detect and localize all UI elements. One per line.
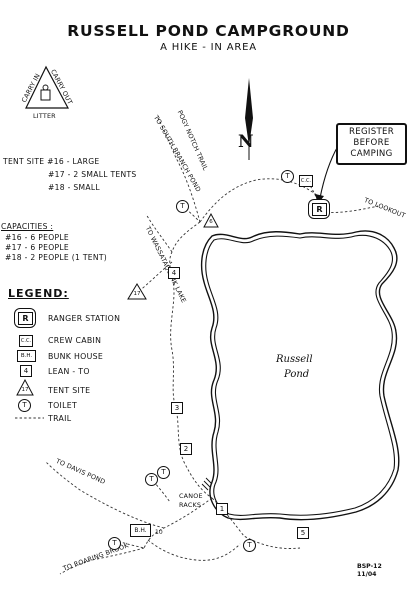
leanto-3-marker: 3 bbox=[171, 402, 183, 414]
toilet-marker-south: T bbox=[108, 537, 121, 550]
toilet-marker-west-2: T bbox=[157, 466, 170, 479]
canoe-racks-label-1: CANOE bbox=[179, 492, 203, 500]
tent-site-10-label: 10 bbox=[155, 529, 163, 536]
canoe-rack-icon bbox=[201, 477, 213, 491]
pond-shoreline-inner bbox=[205, 234, 396, 516]
legend-ranger-symbol-text: R bbox=[18, 312, 33, 325]
legend-ranger-symbol: R bbox=[14, 308, 36, 328]
trail-southern-loop bbox=[147, 539, 241, 561]
legend-leanto-label: LEAN - TO bbox=[48, 367, 90, 376]
page-title: RUSSELL POND CAMPGROUND bbox=[67, 22, 350, 40]
leanto-5-marker: 5 bbox=[297, 527, 309, 539]
tent-sites-line-3: #18 - SMALL bbox=[48, 183, 100, 192]
toilet-marker-west-1: T bbox=[145, 473, 158, 486]
page-subtitle: A HIKE - IN AREA bbox=[160, 42, 257, 53]
legend-trail-label: TRAIL bbox=[48, 414, 72, 423]
capacities-heading: CAPACITIES : bbox=[1, 222, 54, 231]
leanto-6-marker: 6 bbox=[209, 219, 213, 225]
pond-label-1: Russell bbox=[276, 354, 313, 365]
carry-can-lid bbox=[42, 84, 49, 91]
legend-tent-symbol: 17 bbox=[21, 387, 29, 393]
legend-bunkhouse-symbol: B.H. bbox=[17, 350, 36, 362]
legend-ranger-label: RANGER STATION bbox=[48, 314, 121, 323]
trail-ranger-spur bbox=[307, 181, 321, 209]
carry-can-icon bbox=[40, 89, 51, 101]
map-code-line-2: 11/04 bbox=[357, 571, 377, 578]
leanto-4-marker: 4 bbox=[168, 267, 180, 279]
legend-crew-cabin-symbol: C.C. bbox=[19, 335, 33, 347]
legend-title: LEGEND: bbox=[8, 287, 69, 300]
trail-to-roaring-brook bbox=[59, 547, 145, 575]
legend-crew-cabin-label: CREW CABIN bbox=[48, 336, 102, 345]
register-line-3: CAMPING bbox=[350, 149, 393, 159]
toilet-marker-ranger: T bbox=[281, 170, 294, 183]
register-line-1: REGISTER bbox=[348, 127, 395, 137]
map-code-line-1: BSP-12 bbox=[357, 563, 382, 570]
canoe-racks-label-2: RACKS bbox=[179, 501, 202, 509]
leanto-2-marker: 2 bbox=[180, 443, 192, 455]
trail-to-davis-pond bbox=[45, 461, 165, 529]
tent-site-marker-label: 17 bbox=[133, 291, 141, 297]
register-line-2: BEFORE bbox=[353, 138, 390, 148]
trail-pogy-notch bbox=[157, 117, 201, 223]
ranger-station-marker-text: R bbox=[312, 203, 327, 216]
legend-tent-label: TENT SITE bbox=[48, 386, 91, 395]
tent-sites-line-2: #17 - 2 SMALL TENTS bbox=[48, 170, 137, 179]
pond-label-2: Pond bbox=[284, 369, 310, 380]
north-label: N bbox=[238, 132, 254, 152]
trail-toilet-spur-sw bbox=[149, 477, 171, 503]
litter-label: LITTER bbox=[33, 112, 56, 120]
register-box: REGISTER BEFORE CAMPING bbox=[336, 123, 407, 165]
crew-cabin-marker: C.C. bbox=[299, 175, 313, 187]
bunkhouse-marker: B.H. bbox=[130, 524, 151, 537]
legend-toilet-label: TOILET bbox=[48, 401, 78, 410]
trail-toilet-spur-s bbox=[113, 539, 145, 549]
ranger-station-marker: R bbox=[308, 199, 330, 219]
capacities-line-1: #16 - 6 PEOPLE bbox=[5, 233, 70, 242]
carry-triangle bbox=[25, 65, 70, 109]
capacities-line-2: #17 - 6 PEOPLE bbox=[5, 243, 70, 252]
trail-to-lookout bbox=[321, 205, 379, 213]
trail-to-wassataquoik bbox=[145, 213, 173, 253]
toilet-marker-southeast: T bbox=[243, 539, 256, 552]
capacities-line-3: #18 - 2 PEOPLE (1 TENT) bbox=[5, 253, 108, 262]
trail-to-bunkhouse bbox=[143, 497, 213, 549]
pond-shoreline-outer bbox=[200, 230, 400, 521]
legend-leanto-symbol: 4 bbox=[20, 365, 32, 377]
map-code: BSP-12 11/04 bbox=[357, 563, 382, 579]
legend-bunkhouse-label: BUNK HOUSE bbox=[48, 352, 104, 361]
north-arrow-icon bbox=[245, 78, 253, 146]
toilet-marker-north: T bbox=[176, 200, 189, 213]
tent-sites-line-1: TENT SITE #16 - LARGE bbox=[3, 157, 100, 166]
legend-toilet-symbol: T bbox=[18, 399, 31, 412]
leanto-1-marker: 1 bbox=[216, 503, 228, 515]
